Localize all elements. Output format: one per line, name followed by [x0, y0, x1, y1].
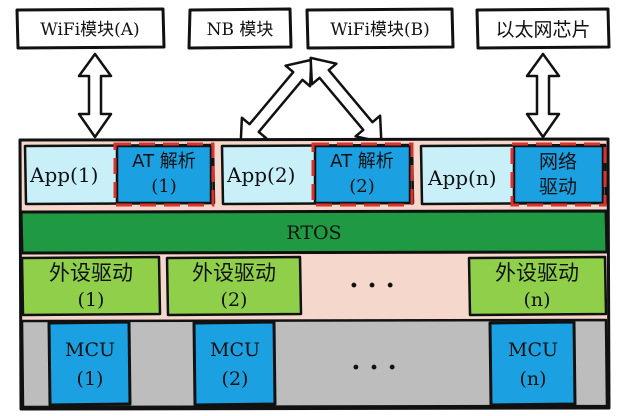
peripheral-driver-n: 外设驱动 (n): [467, 255, 608, 317]
mcu-n: MCU (n): [488, 320, 577, 407]
mcu-n-line1: MCU: [508, 339, 558, 361]
ethernet-label: 以太网芯片: [495, 19, 590, 41]
mcu-2-line1: MCU: [210, 339, 260, 361]
app-2: App(2) AT 解析 (2): [220, 142, 415, 207]
top-module-wifi-a: WiFi模块(A): [15, 7, 166, 50]
app-n: App(n) 网络 驱动: [419, 142, 608, 207]
mcu-row-background: [20, 318, 609, 409]
top-module-wifi-b: WiFi模块(B): [305, 7, 455, 50]
mcu-1: MCU (1): [47, 320, 132, 407]
top-module-ethernet: 以太网芯片: [475, 7, 611, 50]
driver-2-line1: 外设驱动: [192, 261, 276, 285]
at-parser-1-line1: AT 解析: [132, 151, 196, 172]
mcu-1-line2: (1): [77, 368, 104, 390]
wifi-a-label: WiFi模块(A): [40, 20, 139, 40]
peripheral-driver-2: 外设驱动 (2): [165, 255, 303, 317]
mcu-2: MCU (2): [192, 320, 277, 407]
driver-1-line2: (1): [78, 289, 105, 311]
rtos-layer: RTOS: [19, 209, 609, 255]
driver-1-line1: 外设驱动: [49, 261, 133, 285]
app-2-label: App(2): [226, 163, 295, 187]
driver-n-line1: 外设驱动: [495, 261, 579, 285]
app-n-label: App(n): [427, 166, 497, 190]
at-parser-2-line1: AT 解析: [330, 151, 394, 172]
app-1-dashed-outline: [113, 142, 215, 207]
driver-n-line2: (n): [523, 289, 550, 311]
arrow-wifi-b-to-at2: [309, 56, 383, 144]
app-1: App(1) AT 解析 (1): [23, 142, 216, 207]
app-n-dashed-outline: [510, 142, 607, 207]
net-driver-line2: 驱动: [539, 176, 577, 198]
mcu-2-line2: (2): [222, 368, 249, 390]
arrow-ethernet-to-appn: [525, 52, 561, 139]
arrow-wifi-a-to-app1: [77, 52, 113, 139]
top-module-nb: NB 模块: [187, 7, 293, 50]
wifi-b-label: WiFi模块(B): [330, 20, 430, 40]
nb-label: NB 模块: [207, 20, 274, 40]
mcu-n-line2: (n): [519, 368, 546, 390]
driver-ellipsis: · · ·: [349, 271, 394, 301]
net-driver-line1: 网络: [539, 151, 577, 173]
at-parser-2-line2: (2): [349, 176, 375, 197]
peripheral-driver-1: 外设驱动 (1): [20, 255, 162, 317]
mcu-1-line1: MCU: [65, 339, 115, 361]
driver-2-line2: (2): [221, 289, 248, 311]
rtos-label: RTOS: [286, 222, 341, 244]
app-2-dashed-outline: [311, 142, 414, 207]
at-parser-1-line2: (1): [151, 176, 177, 197]
app-1-label: App(1): [29, 163, 98, 187]
mcu-ellipsis: · · ·: [351, 353, 396, 383]
